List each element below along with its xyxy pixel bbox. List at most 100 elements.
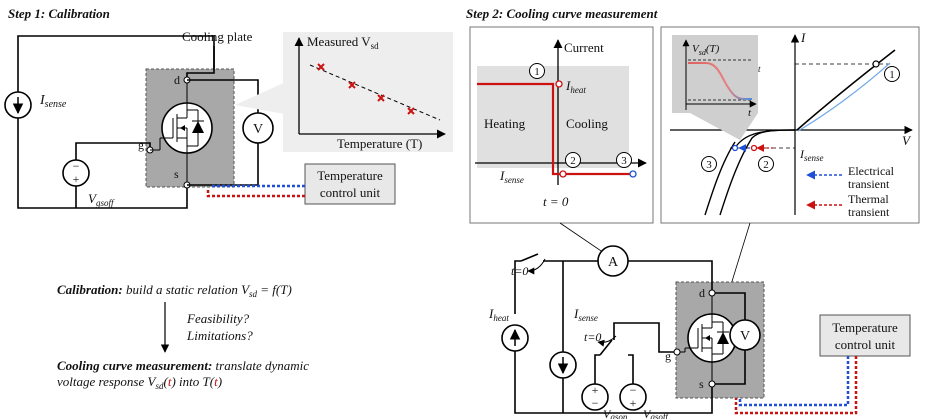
- iv-curve-neg-2: [719, 129, 796, 216]
- question-feasibility: Feasibility?: [186, 311, 250, 326]
- iv-point-3: [731, 144, 739, 152]
- terminal-g2-node: [673, 348, 681, 356]
- gate-switch-t0-label: t=0: [584, 330, 601, 344]
- mosfet-2-symbol: [680, 296, 729, 381]
- inset-pointer: [690, 113, 758, 140]
- coolant-line-red-2: [734, 356, 858, 415]
- iv-curve-neg-3: [704, 141, 736, 216]
- step1-title: Step 1: Calibration: [8, 6, 110, 21]
- marker-2-circle: [565, 152, 581, 168]
- isense-level-label: Isense: [499, 168, 524, 185]
- switch-t0-label: t=0: [511, 264, 528, 278]
- voltmeter-2-icon: [729, 319, 761, 351]
- iv-isense-label: Isense: [799, 147, 824, 163]
- terminal-s2-label: s: [699, 377, 704, 391]
- legend-electrical-line2: transient: [848, 177, 890, 191]
- calib-points: [317, 63, 415, 115]
- mosfet-2-arrow-icon: [705, 335, 710, 341]
- calibration-plot-panel: [283, 32, 453, 152]
- marker-1-circle: [529, 63, 545, 79]
- step2-title: Step 2: Cooling curve measurement: [466, 6, 658, 21]
- mosfet-arrow-icon: [180, 125, 185, 131]
- marker-3-dot: [629, 170, 637, 178]
- iv-v-label: V: [902, 133, 912, 148]
- isense-src-label: Isense: [573, 306, 598, 323]
- vgsoff-label: Vgsoff: [88, 191, 115, 208]
- terminal-d-label: d: [174, 73, 180, 87]
- iv-marker-3-circle: [701, 156, 717, 172]
- voltmeter-label: V: [253, 122, 263, 137]
- drain-to-voltmeter-wire: [712, 292, 746, 320]
- calib-xlabel: Temperature (T): [337, 136, 422, 151]
- inset-t-label: t: [748, 107, 752, 119]
- coolant-line-blue-2: [738, 356, 850, 407]
- temp-unit2-line1: Temperature: [832, 320, 898, 335]
- iv-marker-1-label: 1: [889, 69, 895, 81]
- calib-fit-line: [309, 64, 441, 121]
- mosfet-2-diode-icon: [717, 332, 729, 344]
- iv-curve-hot: [797, 62, 891, 132]
- inset-curve: [688, 62, 752, 100]
- legend-electrical-line1: Electrical: [848, 164, 895, 178]
- marker-2-label: 2: [570, 155, 576, 167]
- iv-marker-1-circle: [884, 66, 900, 82]
- voltage-source-vgsoff: [62, 159, 90, 187]
- sense-loop-wire: [17, 35, 215, 209]
- terminal-g2-label: g: [665, 349, 671, 363]
- cooling-statement-line1: Cooling curve measurement: translate dyn…: [57, 358, 309, 373]
- voltage-source-vgson: [581, 383, 609, 411]
- temp-control-unit-1: [304, 163, 396, 205]
- current-waveform: [477, 82, 633, 176]
- vgson-top-wire: [594, 354, 600, 384]
- marker-1-label: 1: [534, 66, 540, 78]
- terminal-d2-node: [708, 289, 716, 297]
- voltmeter-2-label: V: [740, 329, 750, 344]
- heat-src-top-wire: [514, 260, 521, 314]
- temp-unit1-line1: Temperature: [317, 168, 383, 183]
- voltmeter-bottom-wire: [712, 350, 746, 385]
- iv-marker-3-label: 3: [706, 159, 712, 171]
- t0-label: t = 0: [543, 194, 569, 209]
- bottom-return-wire: [514, 338, 713, 414]
- temp-control-unit-2: [819, 314, 911, 357]
- marker-3-circle: [616, 152, 632, 168]
- marker-1-dot: [555, 80, 563, 88]
- iv-curve-cold: [796, 49, 896, 131]
- terminal-s2-node: [708, 380, 716, 388]
- vsrc-plus-sign: +: [73, 172, 80, 186]
- gate-switch-to-g-wire: [613, 322, 677, 353]
- question-limitations: Limitations?: [186, 328, 253, 343]
- cooling-label: Cooling: [566, 116, 608, 131]
- temp-unit1-line2: control unit: [320, 185, 381, 200]
- marker-3-label: 3: [621, 155, 627, 167]
- coolant-line-red-1: [206, 188, 305, 198]
- gate-switch-arrow: [597, 335, 617, 347]
- iv-marker-2-label: 2: [763, 159, 769, 171]
- terminal-g-label: g: [138, 138, 144, 152]
- iv-point-1: [872, 60, 880, 68]
- cooling-statement-line2: voltage response Vsd(t) into T(t): [57, 374, 222, 391]
- mosfet-diode-icon: [192, 121, 204, 133]
- iv-marker-2-circle: [758, 156, 774, 172]
- calib-point-3: [377, 94, 385, 102]
- iv-i-label: I: [800, 30, 806, 45]
- vgson-plus-sign: +: [592, 383, 599, 397]
- current-axis-label: Current: [564, 40, 604, 55]
- legend-thermal-line2: transient: [848, 205, 890, 219]
- coolant-line-blue-1: [210, 184, 305, 188]
- terminal-s-label: s: [174, 167, 179, 181]
- heat-switch-blade: [520, 253, 539, 262]
- vgsoff2-label: Vgsoff: [643, 407, 669, 419]
- top-wire-right: [628, 260, 713, 293]
- switch-t0-arrow: [527, 258, 546, 275]
- ammeter-label: A: [608, 255, 619, 270]
- vgsoff2-plus-sign: +: [630, 396, 637, 410]
- legend-thermal-line1: Thermal: [848, 192, 889, 206]
- iheat-level-label: Iheat: [565, 78, 586, 95]
- calib-point-2: [348, 81, 356, 89]
- cooling-plate-label: Cooling plate: [182, 29, 253, 44]
- calibration-statement: Calibration: build a static relation Vsd…: [57, 282, 292, 299]
- voltmeter-icon: [242, 112, 274, 144]
- calib-ylabel: Measured Vsd: [307, 34, 379, 51]
